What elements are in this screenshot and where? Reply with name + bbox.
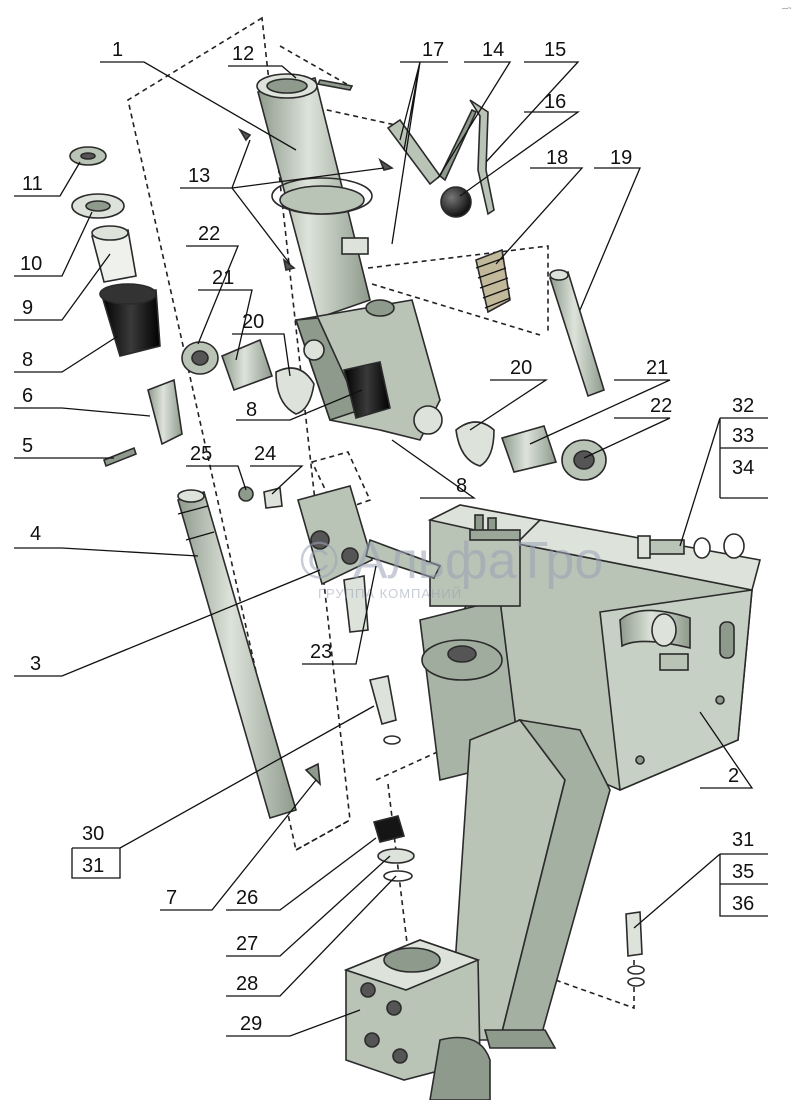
callout-label: 35 (732, 861, 754, 883)
shaft-4 (177, 489, 297, 820)
bolt-32 (637, 533, 745, 559)
callout-label: 30 (82, 823, 104, 845)
watermark-text: © АльфаТро (300, 532, 603, 590)
callout-label: 34 (732, 457, 754, 479)
gasket-20-left (275, 367, 315, 415)
washer-27 (377, 848, 415, 864)
callout-label: 22 (198, 223, 220, 245)
hydraulic-unit-29 (343, 939, 491, 1100)
callout-label: 15 (544, 39, 566, 61)
axle-21-right (500, 425, 558, 473)
callout-label: 16 (544, 91, 566, 113)
callout-label: 21 (212, 267, 234, 289)
callout-label: 23 (310, 641, 332, 663)
nut-22-right (561, 439, 607, 481)
callout-label: 32 (732, 395, 754, 417)
callout-label: 33 (732, 425, 754, 447)
callout-label: 26 (236, 887, 258, 909)
knob-ball-16 (440, 186, 472, 218)
watermark-subtext: ГРУППА КОМПАНИЙ (318, 586, 462, 601)
callout-label: 31 (732, 829, 754, 851)
washer-11 (69, 146, 107, 166)
callout-label: 21 (646, 357, 668, 379)
pin-7 (304, 762, 322, 787)
nut-26 (372, 815, 406, 843)
callout-label: 3 (30, 653, 41, 675)
callout-label: 19 (610, 147, 632, 169)
callout-label: 8 (246, 399, 257, 421)
plate-24 (263, 487, 283, 509)
callout-label: 20 (510, 357, 532, 379)
washer-10 (71, 193, 125, 219)
callout-label: 11 (22, 173, 43, 195)
ball-25 (238, 486, 254, 502)
lever-14 (386, 108, 478, 186)
nut-22-left (181, 341, 219, 375)
spring-18 (475, 248, 511, 314)
bolt-30 (369, 675, 401, 745)
bearing-8-left (99, 283, 161, 357)
callout-label: 12 (232, 43, 254, 65)
callout-label: 36 (732, 893, 754, 915)
callout-label: 14 (482, 39, 504, 61)
callout-label: 22 (650, 395, 672, 417)
callout-label: 24 (254, 443, 276, 465)
gasket-20-right (455, 421, 495, 467)
cardan-joint-3 (297, 485, 373, 633)
callout-label: 2 (728, 765, 739, 787)
callout-label: 20 (242, 311, 264, 333)
corner-mark: —~ (782, 6, 792, 12)
lever-23 (365, 538, 442, 579)
clip-13 (237, 128, 394, 271)
callout-label: 25 (190, 443, 212, 465)
bushing-9 (91, 225, 137, 283)
watermark: © АльфаТро ГРУППА КОМПАНИЙ (300, 532, 603, 601)
pin-19 (548, 269, 605, 398)
callout-label: 10 (20, 253, 42, 275)
callout-label: 7 (166, 887, 177, 909)
callout-label: 31 (82, 855, 104, 877)
callout-label: 8 (456, 475, 467, 497)
main-bracket (419, 504, 761, 1049)
callout-label: 8 (22, 349, 33, 371)
washer-28 (383, 870, 413, 882)
axle-21-left (220, 338, 274, 392)
callout-label: 17 (422, 39, 444, 61)
callout-label: 6 (22, 385, 33, 407)
callout-label: 18 (546, 147, 568, 169)
sleeve-6 (147, 378, 183, 446)
callout-labels: 1 12 17 14 15 16 11 13 18 19 10 22 9 21 … (20, 39, 754, 1035)
callout-label: 13 (188, 165, 210, 187)
callout-label: 4 (30, 523, 41, 545)
callout-label: 9 (22, 297, 33, 319)
bolt-31 (625, 911, 645, 987)
callout-label: 27 (236, 933, 258, 955)
bearing-8-mid (343, 361, 391, 420)
callout-label: 29 (240, 1013, 262, 1035)
callout-label: 5 (22, 435, 33, 457)
rod-15 (469, 99, 495, 216)
key-5 (103, 446, 137, 468)
callout-label: 1 (112, 39, 123, 61)
pin-12 (316, 79, 354, 91)
callout-label: 28 (236, 973, 258, 995)
leader-lines (14, 61, 768, 1037)
